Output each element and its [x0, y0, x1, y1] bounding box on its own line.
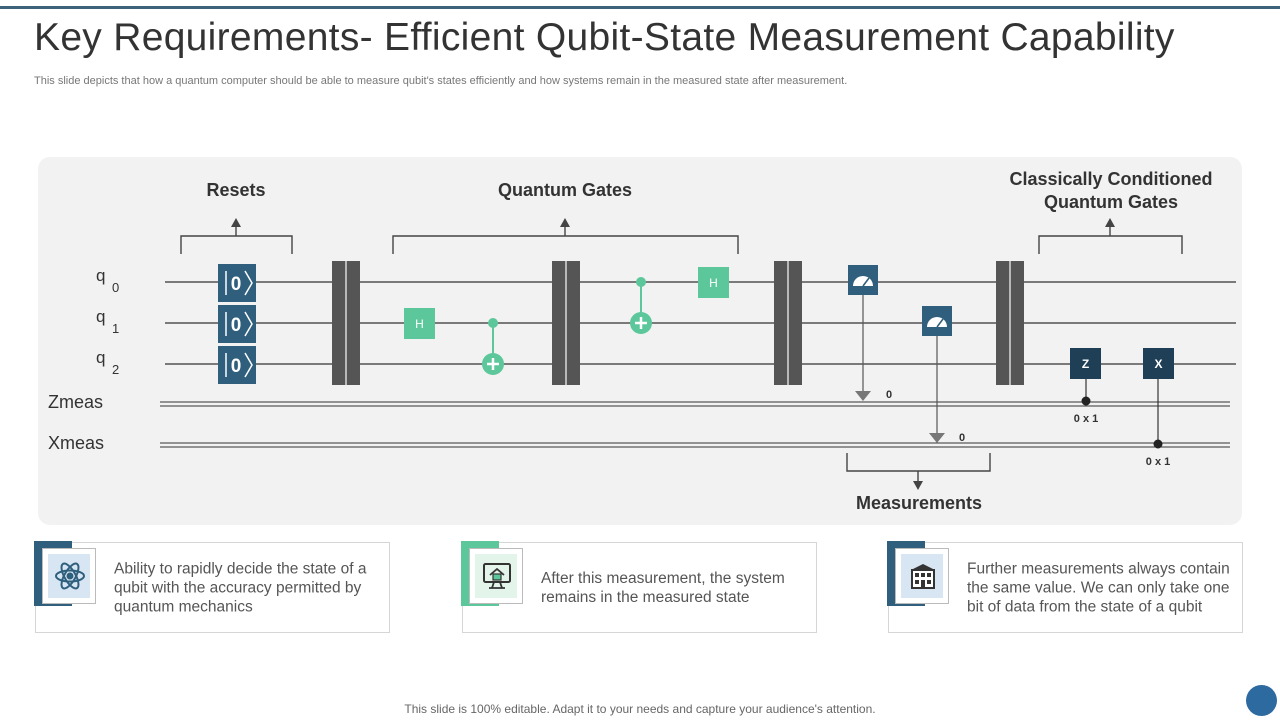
quantum-circuit-diagram: Resets Quantum Gates Classically Conditi…	[48, 169, 1236, 513]
measurement-q0: 0	[848, 265, 892, 401]
atom-icon	[55, 562, 85, 590]
resets-label: Resets	[206, 180, 265, 200]
home-monitor-icon	[483, 563, 511, 589]
svg-text:q: q	[96, 348, 105, 367]
wire-label-zmeas: Zmeas	[48, 392, 103, 412]
svg-text:Z: Z	[1082, 357, 1089, 371]
quantum-gates-label: Quantum Gates	[498, 180, 632, 200]
conditioned-x-gate: X 0 x 1	[1143, 348, 1174, 468]
classical-wires	[160, 401, 1230, 448]
svg-text:q: q	[96, 266, 105, 285]
svg-text:0: 0	[231, 274, 242, 295]
measurements-bracket	[846, 453, 991, 490]
reset-block-q1: 0	[218, 305, 256, 343]
card-icon-frame	[895, 548, 949, 604]
svg-text:0: 0	[231, 315, 242, 336]
page-title: Key Requirements- Efficient Qubit-State …	[34, 16, 1175, 59]
building-icon	[911, 564, 935, 589]
cnot-gate-q1-q2	[482, 318, 504, 375]
wire-label-q0: q 0	[96, 266, 119, 295]
barrier-2	[552, 261, 580, 385]
measurement-value-z: 0	[886, 389, 892, 401]
svg-text:q: q	[96, 307, 105, 326]
circuit-panel: Resets Quantum Gates Classically Conditi…	[38, 157, 1242, 525]
wire-label-xmeas: Xmeas	[48, 433, 104, 453]
svg-text:X: X	[1154, 357, 1162, 371]
svg-text:H: H	[709, 276, 718, 290]
svg-text:H: H	[415, 317, 424, 331]
footer-note: This slide is 100% editable. Adapt it to…	[404, 702, 876, 716]
resets-bracket	[180, 218, 293, 254]
reset-block-q0: 0	[218, 264, 256, 302]
measurement-value-x: 0	[959, 432, 965, 444]
card-text: After this measurement, the system remai…	[541, 569, 785, 606]
card-icon-frame	[42, 548, 96, 604]
barrier-4	[996, 261, 1024, 385]
card-icon-frame	[469, 548, 523, 604]
corner-dot	[1246, 685, 1277, 716]
classically-conditioned-bracket	[1038, 218, 1183, 254]
classically-conditioned-label-2: Quantum Gates	[1044, 192, 1178, 212]
condition-label-z: 0 x 1	[1074, 413, 1098, 425]
top-rule	[0, 6, 1280, 9]
barrier-1	[332, 261, 360, 385]
svg-text:0: 0	[231, 356, 242, 377]
requirement-card-2: After this measurement, the system remai…	[461, 541, 817, 633]
requirement-card-3: Further measurements always contain the …	[887, 541, 1243, 633]
h-gate-q1: H	[404, 308, 435, 339]
classically-conditioned-label: Classically Conditioned	[1009, 169, 1212, 189]
conditioned-z-gate: Z 0 x 1	[1070, 348, 1101, 425]
barrier-3	[774, 261, 802, 385]
svg-text:0: 0	[112, 280, 119, 295]
condition-label-x: 0 x 1	[1146, 456, 1170, 468]
measurements-label: Measurements	[856, 493, 982, 513]
cnot-gate-q0-q1	[630, 277, 652, 334]
card-text: Further measurements always contain the …	[967, 560, 1230, 615]
h-gate-q0: H	[698, 267, 729, 298]
quantum-gates-bracket	[392, 218, 739, 254]
reset-block-q2: 0	[218, 346, 256, 384]
page-subtitle: This slide depicts that how a quantum co…	[34, 75, 848, 87]
wire-label-q2: q 2	[96, 348, 119, 377]
svg-text:2: 2	[112, 362, 119, 377]
requirement-card-1: Ability to rapidly decide the state of a…	[34, 541, 390, 633]
wire-label-q1: q 1	[96, 307, 119, 336]
card-text: Ability to rapidly decide the state of a…	[114, 560, 367, 615]
measurement-q1: 0	[922, 306, 965, 444]
svg-text:1: 1	[112, 321, 119, 336]
